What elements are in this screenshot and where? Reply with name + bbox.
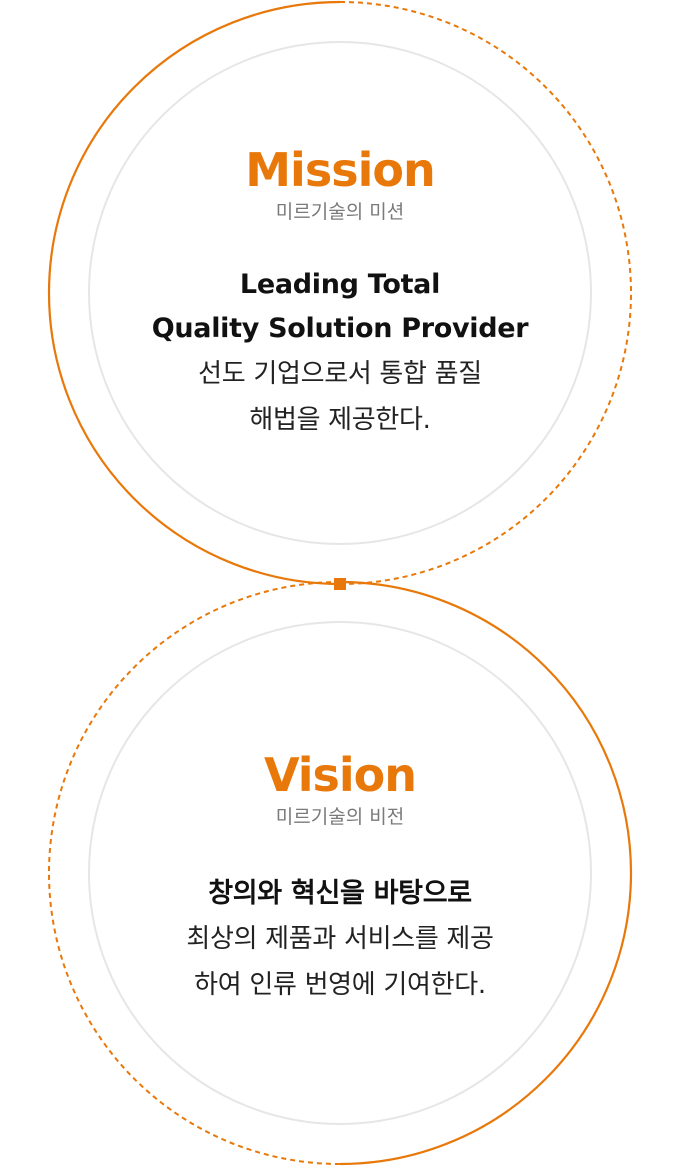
vision-title: Vision xyxy=(263,748,417,802)
vision-headline: 창의와 혁신을 바탕으로 xyxy=(0,872,680,916)
vision-desc-line-2: 하여 인류 번영에 기여한다. xyxy=(194,970,486,1000)
mission-headline-line-2: Quality Solution Provider xyxy=(151,313,529,344)
vision-subtitle: 미르기술의 비전 xyxy=(275,806,405,828)
mission-title: Mission xyxy=(245,143,435,197)
mission-desc-line-2: 해법을 제공한다. xyxy=(249,405,431,435)
vision-headline-line-1: 창의와 혁신을 바탕으로 xyxy=(208,878,472,909)
mission-subtitle: 미르기술의 미션 xyxy=(275,201,405,223)
mission-description: 선도 기업으로서 통합 품질 해법을 제공한다. xyxy=(0,351,680,443)
connector-square xyxy=(334,578,346,590)
mission-headline-line-1: Leading Total xyxy=(239,269,441,300)
mission-headline: Leading Total Quality Solution Provider xyxy=(0,263,680,351)
mission-block: Mission 미르기술의 미션 Leading Total Quality S… xyxy=(0,143,680,443)
vision-block: Vision 미르기술의 비전 창의와 혁신을 바탕으로 최상의 제품과 서비스… xyxy=(0,748,680,1008)
vision-inner-ring xyxy=(88,621,592,1125)
mission-outer-ring-solid xyxy=(47,0,341,586)
vision-outer-ring-solid xyxy=(339,580,633,1166)
vision-desc-line-1: 최상의 제품과 서비스를 제공 xyxy=(186,924,494,954)
mission-desc-line-1: 선도 기업으로서 통합 품질 xyxy=(198,359,482,389)
vision-description: 최상의 제품과 서비스를 제공 하여 인류 번영에 기여한다. xyxy=(0,916,680,1008)
mission-inner-ring xyxy=(88,41,592,545)
